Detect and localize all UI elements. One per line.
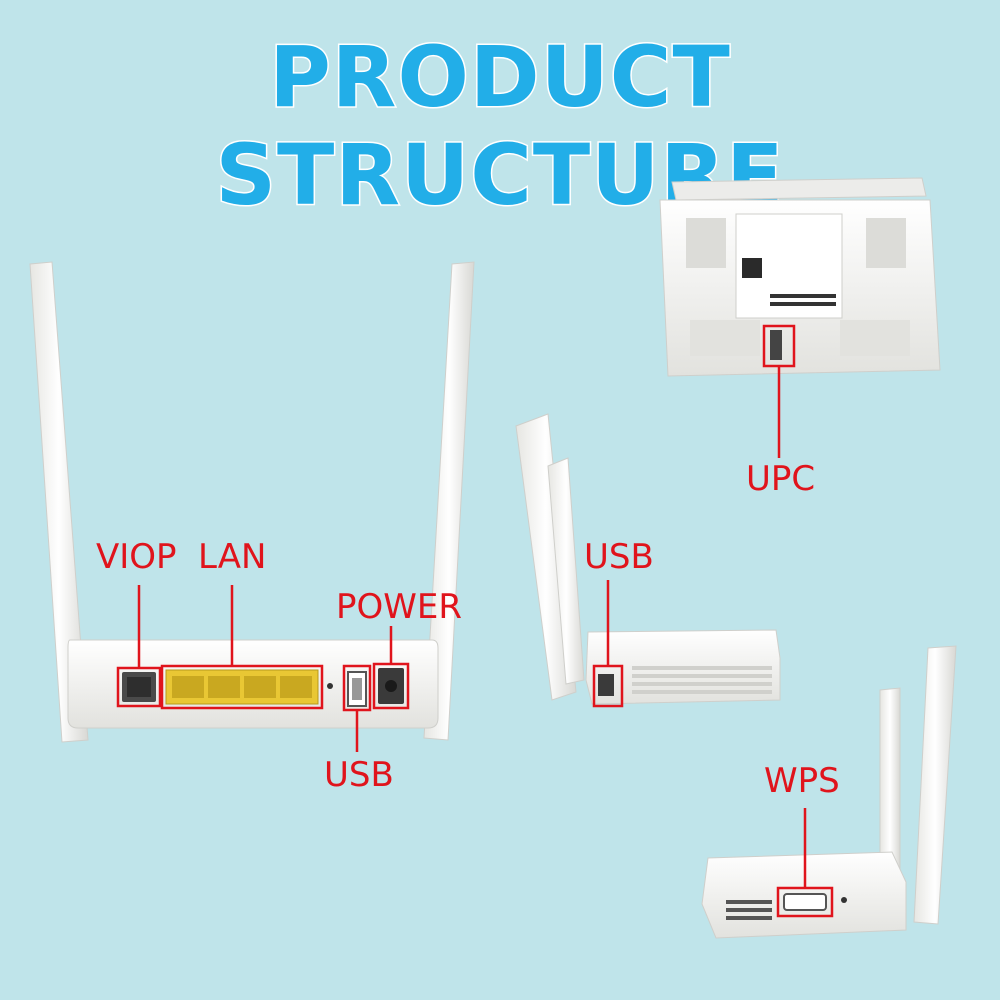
page-title: PRODUCT STRUCTURE [214,27,785,226]
usb-side-label: USB [584,537,654,577]
front-router [701,645,957,939]
upc-callout [762,324,796,458]
power-label: POWER [336,587,462,627]
wps-label: WPS [764,761,840,801]
lan-callout-box [160,664,324,710]
upc-port [770,330,782,360]
wps-callout [776,808,834,918]
main-callouts [116,585,410,752]
reset-hole [327,683,333,689]
viop-label: VIOP [96,537,177,577]
main-antenna-left [29,261,89,743]
underside-router [659,177,941,377]
usb-port-side [598,674,614,696]
main-antenna-right [423,261,475,741]
usb-main-label: USB [324,755,394,795]
side-router [515,413,781,705]
upc-label: UPC [746,459,816,499]
lan-label: LAN [198,537,267,577]
wps-button [783,893,827,911]
usb-side-callout [592,580,624,708]
